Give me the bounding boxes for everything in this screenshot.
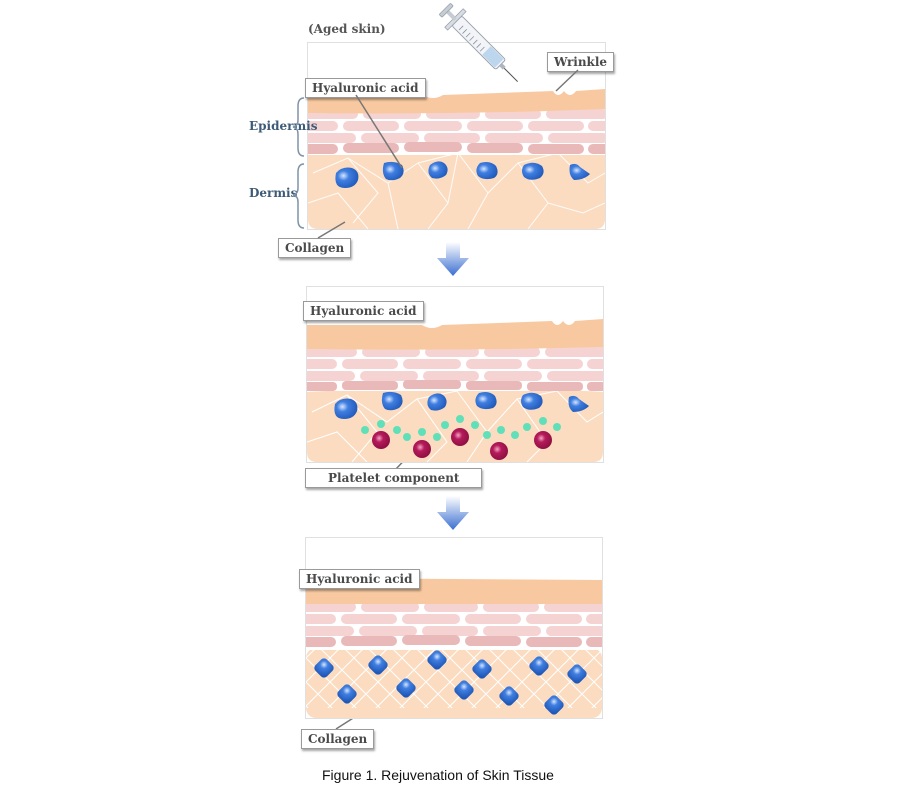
hyaluronic-acid-label: Hyaluronic acid <box>299 569 420 589</box>
epidermis-bracket <box>292 97 305 157</box>
stratum-corneum-layer <box>307 319 603 350</box>
figure-caption: Figure 1. Rejuvenation of Skin Tissue <box>322 767 554 783</box>
aged-skin-title: (Aged skin) <box>308 22 386 36</box>
aged-skin-illustration <box>308 89 605 229</box>
platelet-component-label: Platelet component <box>305 468 483 488</box>
collagen-label: Collagen <box>301 729 375 749</box>
collagen-fibers <box>308 152 605 229</box>
syringe-icon <box>439 3 519 83</box>
rejuvenated-panel <box>305 537 603 719</box>
platelet-cells <box>372 428 552 460</box>
down-arrow-icon <box>437 496 469 530</box>
treatment-panel <box>306 286 604 463</box>
dermis-bracket <box>292 163 305 229</box>
wrinkle-label: Wrinkle <box>547 52 615 72</box>
epidermis-cells <box>307 347 603 381</box>
hyaluronic-acid-label: Hyaluronic acid <box>303 301 424 321</box>
epidermis-cells <box>306 602 602 636</box>
dermis-label: Dermis <box>249 186 298 200</box>
hyaluronic-acid-label: Hyaluronic acid <box>305 78 426 98</box>
treatment-illustration <box>307 319 603 462</box>
epidermis-label: Epidermis <box>249 119 318 133</box>
down-arrow-icon <box>437 242 469 276</box>
brackets <box>292 97 305 229</box>
rejuvenated-illustration <box>306 578 602 718</box>
hyaluronic-acid-molecules <box>335 161 590 188</box>
collagen-label: Collagen <box>278 238 352 258</box>
hyaluronic-acid-molecules <box>334 391 589 419</box>
hyaluronic-acid-molecules <box>314 650 587 715</box>
growth-factor-droplets <box>361 415 561 441</box>
